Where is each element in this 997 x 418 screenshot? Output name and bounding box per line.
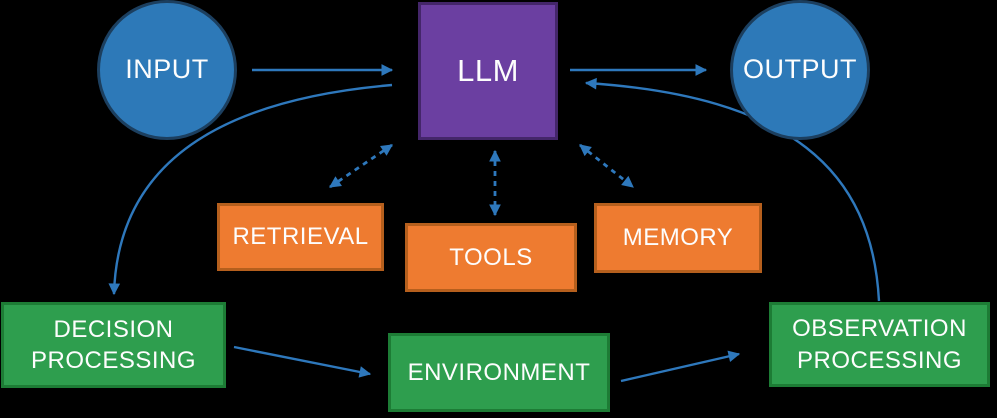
node-observation-processing-label: OBSERVATION PROCESSING <box>792 315 967 374</box>
node-retrieval-label: RETRIEVAL <box>232 223 369 251</box>
arrow-decision-to-environment <box>233 345 372 378</box>
arrow-llm-memory-dashed <box>579 143 634 189</box>
node-environment-label: ENVIRONMENT <box>407 358 591 386</box>
node-decision-processing: DECISION PROCESSING <box>1 302 226 388</box>
arrow-llm-retrieval-dashed <box>329 143 393 189</box>
node-tools: TOOLS <box>405 223 577 292</box>
arrow-environment-to-observation <box>620 350 741 383</box>
node-llm: LLM <box>418 2 558 140</box>
node-environment: ENVIRONMENT <box>388 333 610 412</box>
node-tools-label: TOOLS <box>449 243 533 271</box>
node-memory-label: MEMORY <box>622 224 734 252</box>
node-memory: MEMORY <box>594 203 762 273</box>
node-decision-processing-label: DECISION PROCESSING <box>30 315 197 374</box>
node-observation-processing: OBSERVATION PROCESSING <box>769 302 990 387</box>
node-output: OUTPUT <box>730 0 870 140</box>
node-output-label: OUTPUT <box>743 54 857 85</box>
node-input: INPUT <box>97 0 237 140</box>
node-input-label: INPUT <box>125 54 209 85</box>
node-llm-label: LLM <box>457 52 519 88</box>
node-retrieval: RETRIEVAL <box>217 203 384 271</box>
